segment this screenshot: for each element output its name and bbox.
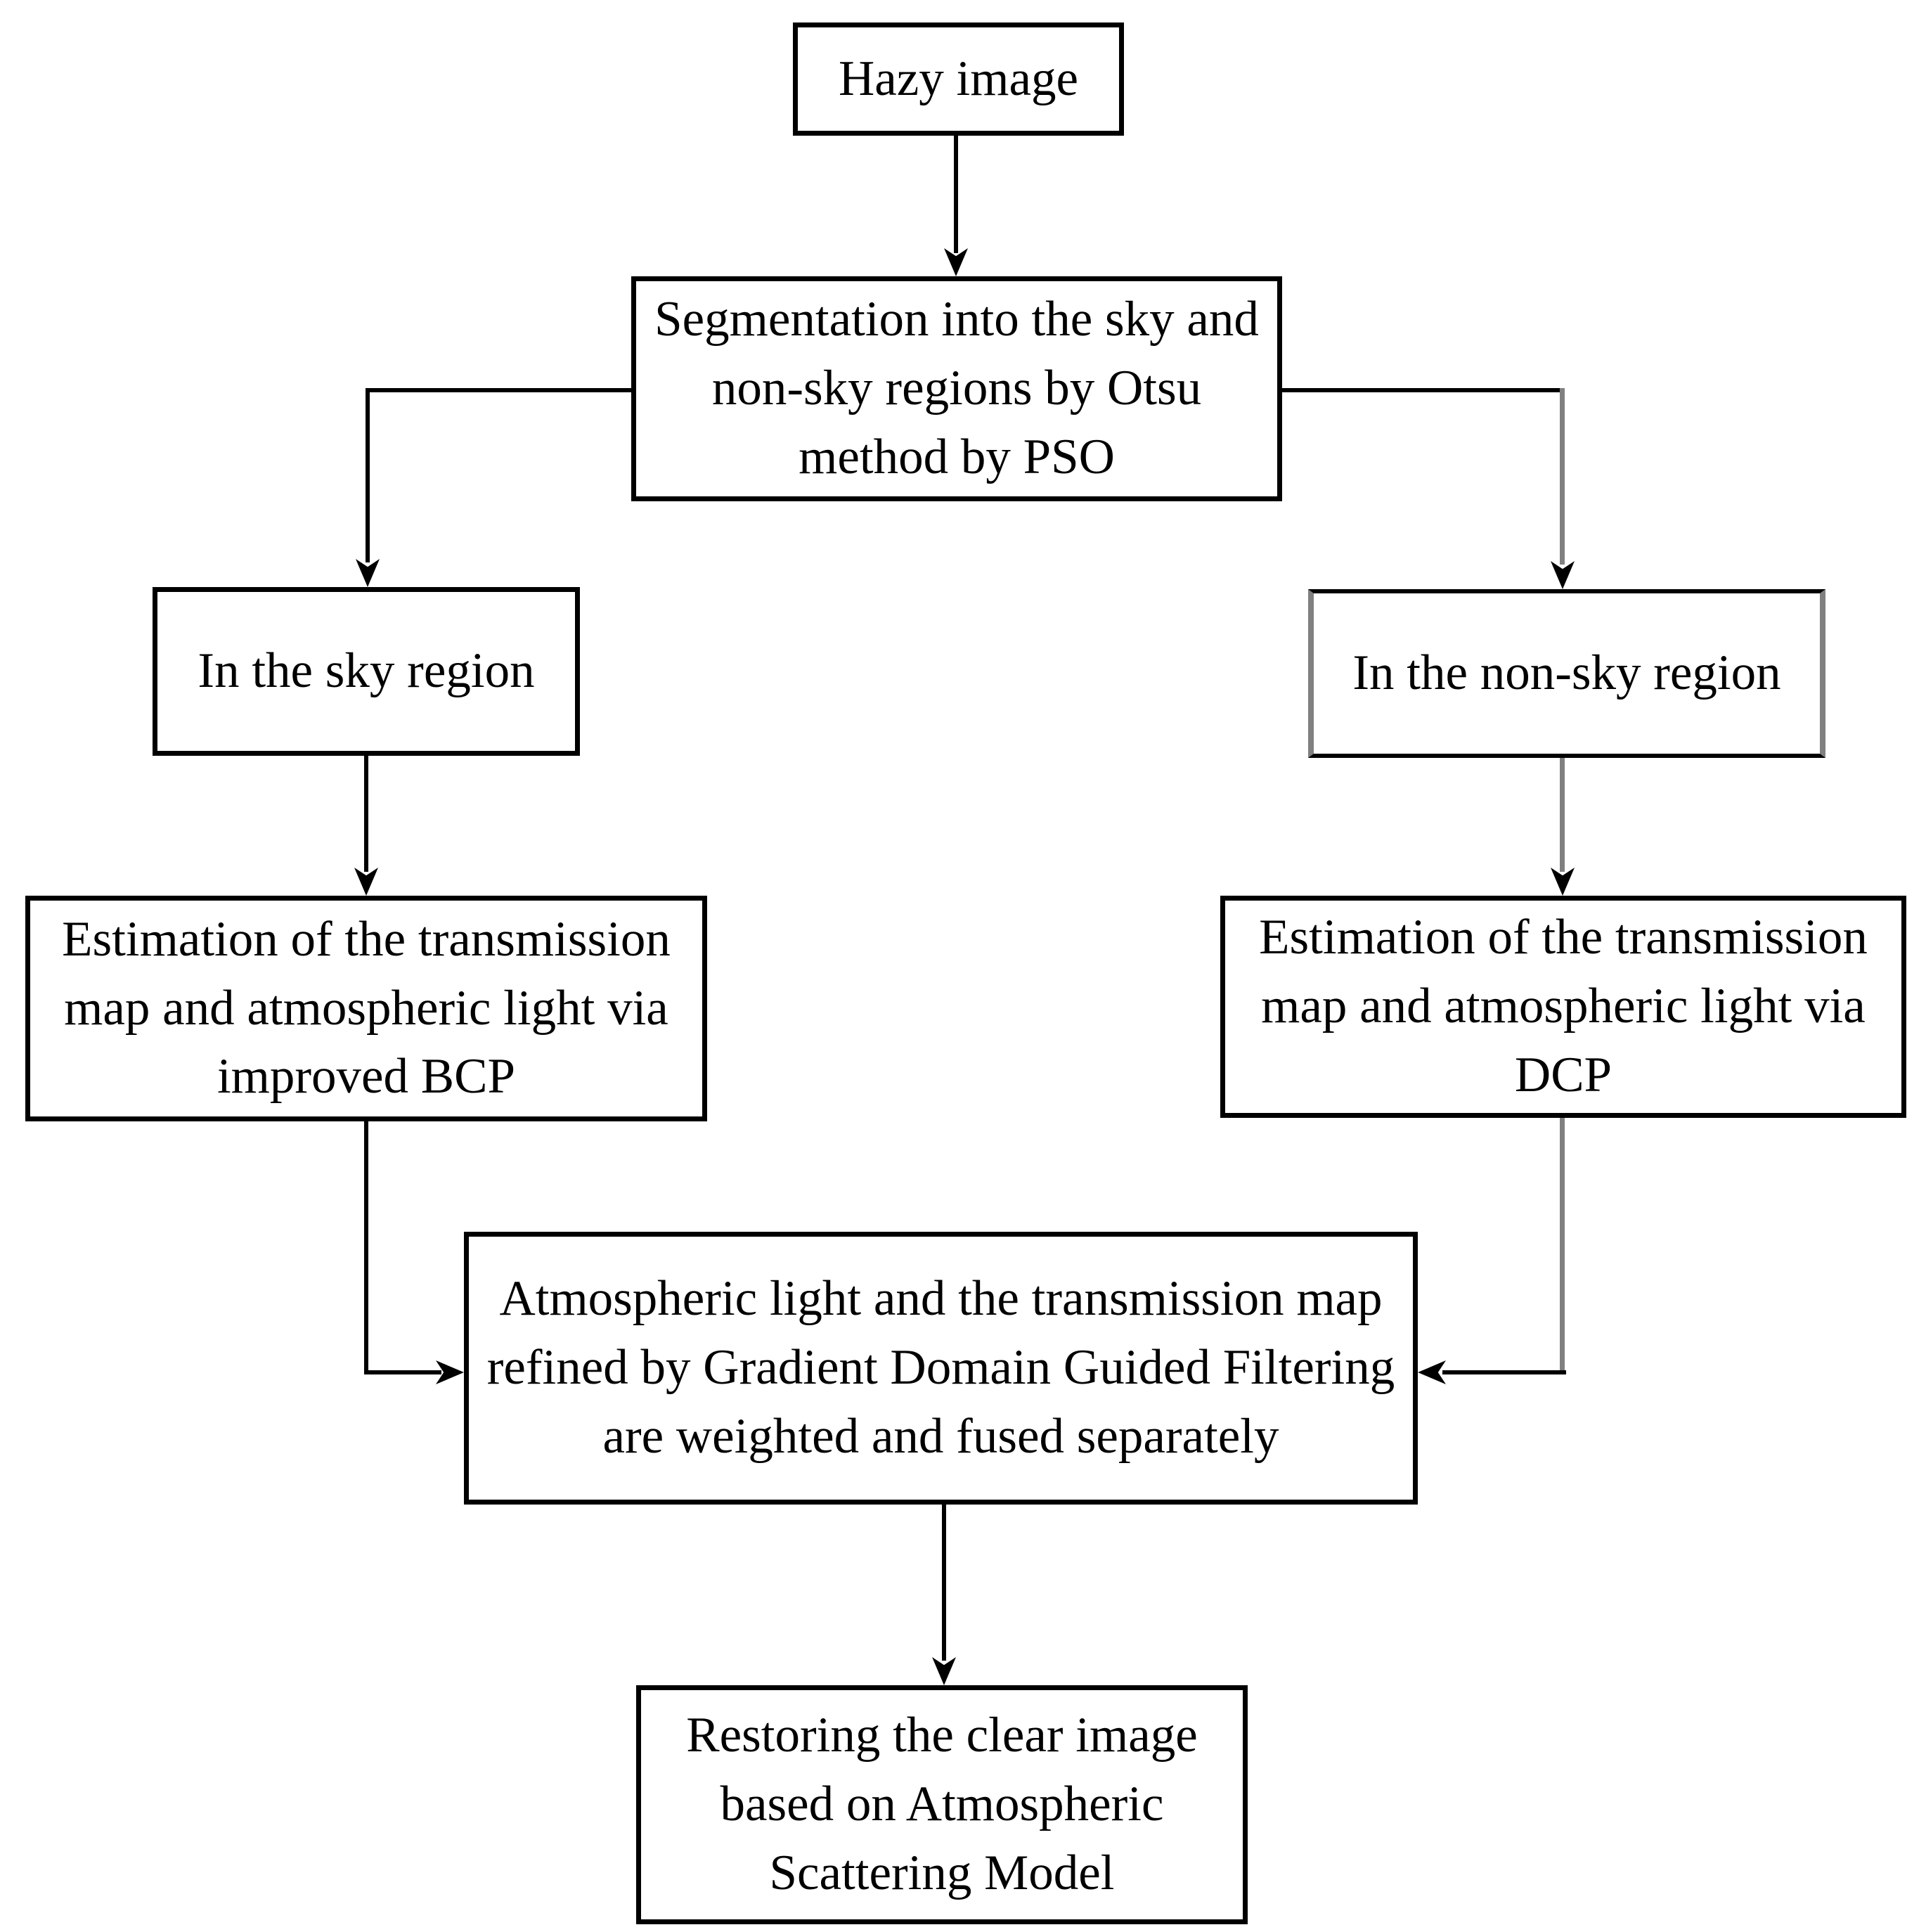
connector-segmentation-to-nonsky-h (1279, 388, 1565, 392)
connector-segmentation-to-nonsky-v (1560, 388, 1565, 565)
node-segmentation: Segmentation into the sky and non-sky re… (631, 276, 1282, 501)
node-fusion: Atmospheric light and the transmission m… (464, 1232, 1418, 1505)
node-bcp-estimation: Estimation of the transmission map and a… (25, 896, 707, 1121)
connector-nonsky-to-dcp (1560, 758, 1565, 872)
connector-dcp-to-fusion-h (1442, 1370, 1566, 1374)
connector-sky-to-bcp (364, 756, 368, 872)
node-hazy-image: Hazy image (793, 22, 1124, 136)
arrow-down-icon (932, 1657, 956, 1685)
connector-segmentation-to-sky-v (366, 388, 370, 562)
arrow-down-icon (1551, 868, 1575, 896)
connector-bcp-to-fusion-v (364, 1121, 368, 1374)
connector-dcp-to-fusion-v (1560, 1118, 1565, 1374)
node-non-sky-region: In the non-sky region (1308, 589, 1825, 758)
node-dcp-estimation: Estimation of the transmission map and a… (1220, 896, 1906, 1118)
connector-fusion-to-restoration (942, 1505, 946, 1661)
arrow-left-icon (1418, 1360, 1446, 1384)
arrow-down-icon (356, 559, 380, 587)
connector-bcp-to-fusion-h (364, 1370, 441, 1374)
arrow-down-icon (354, 868, 378, 896)
node-restoration: Restoring the clear image based on Atmos… (636, 1685, 1248, 1924)
node-sky-region: In the sky region (153, 587, 580, 756)
connector-hazy-to-segmentation (954, 135, 958, 253)
arrow-down-icon (1551, 561, 1575, 589)
connector-segmentation-to-sky-h (366, 388, 636, 392)
